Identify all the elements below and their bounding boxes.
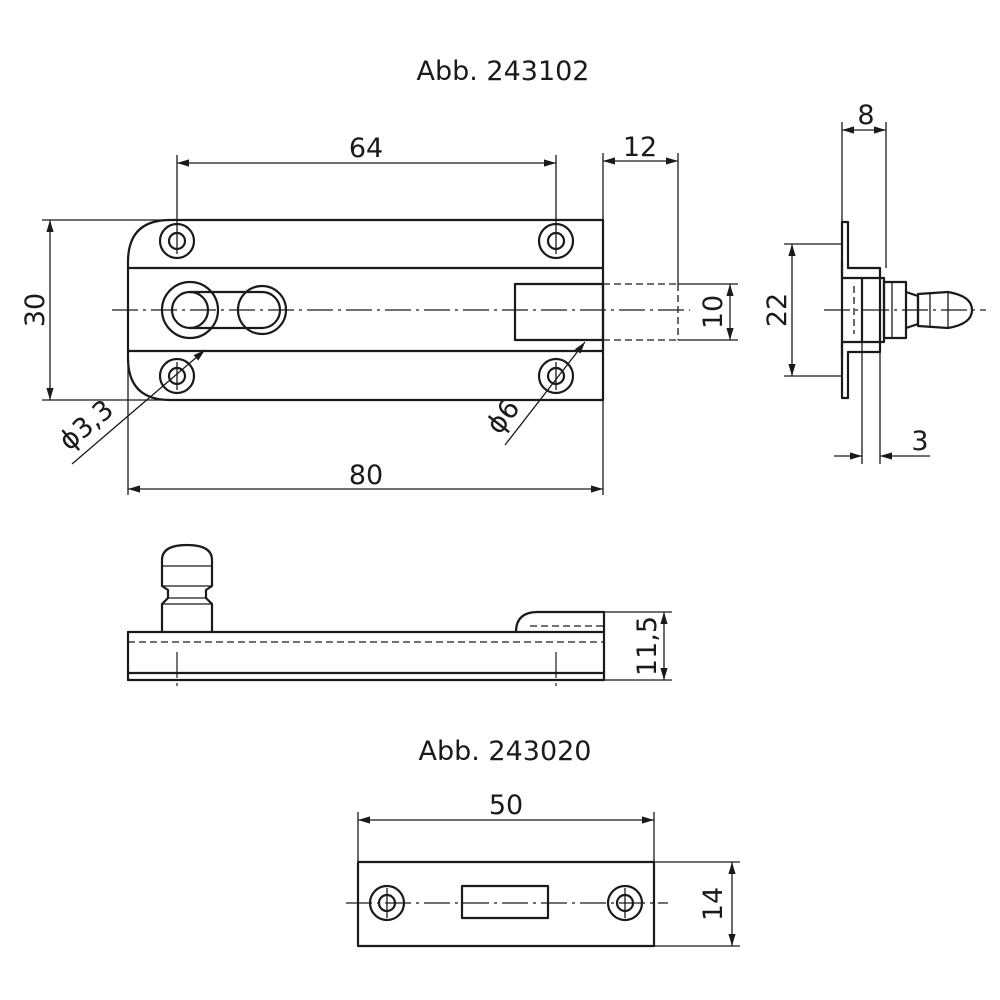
dimension-64: 64: [176, 133, 557, 228]
dimension-11-5: 11,5: [604, 611, 672, 681]
dim-12-label: 12: [623, 132, 657, 163]
bolt-tip: [513, 282, 605, 342]
dim-11-5-label: 11,5: [632, 616, 663, 676]
side-channel-lower: [840, 340, 864, 360]
dimension-22: 22: [762, 243, 842, 377]
dim-8-label: 8: [857, 100, 874, 131]
figure-title-243020: Abb. 243020: [419, 736, 592, 767]
dimension-12: 12: [602, 132, 679, 284]
dimension-30: 30: [20, 219, 170, 401]
figure-title-243102: Abb. 243102: [417, 56, 590, 87]
bolt-profile-view: [126, 543, 606, 688]
strike-plate-view: [346, 860, 668, 948]
dimension-14: 14: [654, 861, 740, 947]
dim-30-label: 30: [20, 293, 51, 327]
dimension-8: 8: [841, 100, 887, 268]
strike-plate-outline: [356, 860, 656, 948]
side-channel-upper: [840, 260, 864, 280]
dim-80-label: 80: [349, 460, 383, 491]
dim-14-label: 14: [698, 887, 729, 921]
profile-bolt-tip: [514, 610, 606, 634]
bolt-front-view: [112, 218, 690, 402]
bolt-side-view: [824, 220, 986, 400]
dimension-hole-6: ϕ6: [480, 341, 586, 446]
strike-slot: [460, 884, 550, 920]
profile-knob: [160, 543, 214, 634]
dimension-80: 80: [127, 358, 604, 495]
dim-3-label: 3: [911, 426, 928, 457]
dim-22-label: 22: [762, 293, 793, 327]
profile-base-plate: [126, 630, 606, 682]
dimension-10: 10: [678, 283, 738, 341]
dim-hole-small-label: ϕ3,3: [53, 394, 119, 457]
dim-50-label: 50: [489, 790, 523, 821]
dim-64-label: 64: [349, 133, 383, 164]
dimension-3: 3: [834, 342, 930, 464]
dim-10-label: 10: [698, 295, 729, 329]
dimension-50: 50: [357, 790, 655, 862]
